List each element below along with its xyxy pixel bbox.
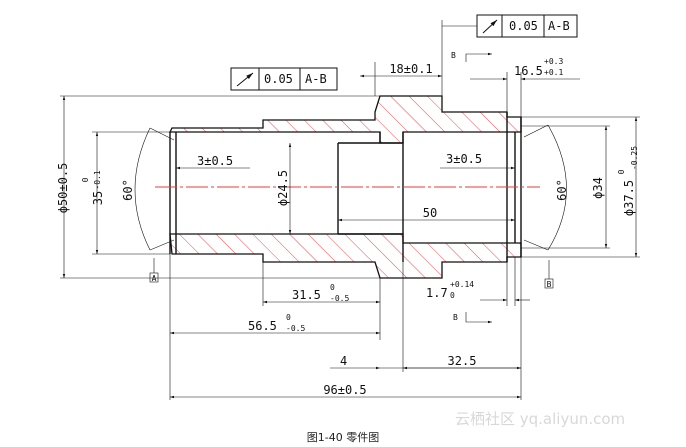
lower-wall-section [169,233,522,279]
dim-len-32-5: 32.5 [448,354,477,368]
len-50-dim: 50 [338,206,515,222]
dim-len-18: 18±0.1 [389,62,432,76]
dim-dia-24-5: ϕ24.5 [276,170,290,206]
figure-caption: 图1-40 零件图 [307,431,379,444]
tolerance-top-value: 0.05 [509,19,538,33]
dim-chamfer-right: 3±0.5 [446,152,482,166]
section-b-top: B [451,51,456,60]
dim-chamfer-left: 3±0.5 [197,154,233,168]
dim-dia-37-5: ϕ37.5 [622,180,636,216]
dim-len-56-5-upper: 0 [286,313,291,322]
dim-len-1-7-upper: +0.14 [450,280,474,289]
right-dimensions: ϕ34 ϕ37.5 0 -0.25 60° B [521,116,640,289]
dim-len-31-5: 31.5 [292,288,321,302]
chamfer-right-dim: 3±0.5 [440,152,515,170]
datum-b: B [547,280,552,289]
upper-wall-section [168,95,522,144]
dim-len-31-5-upper: 0 [330,283,335,292]
left-dimensions: ϕ50±0.5 35 0 -0.1 60° A [56,95,380,283]
dim-dia-35: 35 [91,191,105,205]
watermark: 云栖社区 yq.aliyun.com [455,410,625,428]
section-b-bottom: B [453,313,458,322]
dim-angle-left: 60° [121,179,135,201]
dim-len-96: 96±0.5 [323,383,366,397]
dim-len-16-5-upper: +0.3 [544,57,563,66]
dim-dia-34: ϕ34 [591,177,605,199]
dim-len-4: 4 [340,354,347,368]
tolerance-left-value: 0.05 [264,72,293,86]
dim-len-56-5-lower: -0.5 [286,324,305,333]
dim-dia-35-upper: 0 [81,177,90,182]
dim-dia-37-5-lower: -0.25 [630,146,639,170]
dim-len-16-5: 16.5 [514,64,543,78]
chamfer-left-dim: 3±0.5 [176,154,250,170]
tolerance-top-datum: A-B [548,19,570,33]
bottom-dimensions: 31.5 0 -0.5 1.7 +0.14 0 B 56.5 0 -0.5 4 … [169,254,530,400]
dim-len-1-7-lower: 0 [450,291,455,300]
dim-len-31-5-lower: -0.5 [330,294,349,303]
tolerance-frame-left: 0.05 A-B [230,67,338,91]
dim-dia-35-lower: -0.1 [93,170,102,189]
datum-a: A [152,274,157,283]
dim-dia-50: ϕ50±0.5 [56,163,70,214]
dim-len-50: 50 [423,206,437,220]
top-dimensions: 18±0.1 16.5 +0.3 +0.1 B [360,20,580,117]
dim-dia-37-5-upper: 0 [617,169,626,174]
dim-len-56-5: 56.5 [248,319,277,333]
dim-len-16-5-lower: +0.1 [544,68,563,77]
dia-24-5-dim: ϕ24.5 [276,143,292,234]
tolerance-left-datum: A-B [305,72,327,86]
dim-angle-right: 60° [555,179,569,201]
tolerance-frame-top: 0.05 A-B [442,14,578,38]
dim-len-1-7: 1.7 [426,286,448,300]
